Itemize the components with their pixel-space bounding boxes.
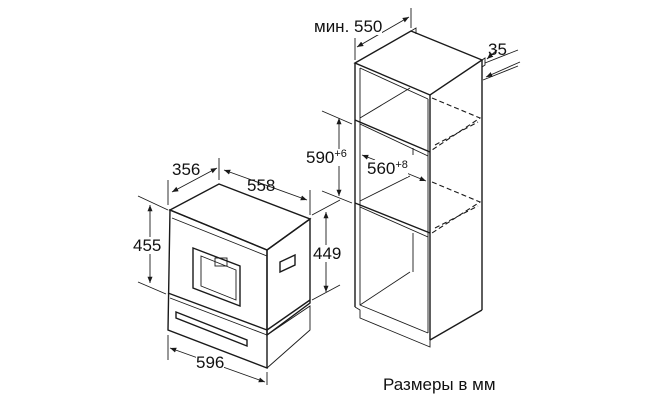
niche-min-depth-label: мин. 550 — [314, 17, 383, 36]
appliance-dimensions — [137, 158, 341, 385]
coffee-machine-drawing — [167, 183, 312, 370]
niche-height-value: 590 — [306, 148, 335, 167]
niche-height-tolerance: +6 — [334, 148, 347, 160]
appliance-width-top-label: 558 — [247, 176, 276, 195]
niche-width-label: 560+8 — [367, 160, 408, 177]
niche-height-label: 590+6 — [306, 149, 347, 166]
appliance-depth-label: 356 — [172, 160, 201, 179]
drawer-handle — [175, 310, 248, 348]
appliance-width-front-label: 596 — [196, 353, 225, 372]
side-handle — [279, 253, 296, 274]
appliance-height-body-label: 449 — [313, 244, 342, 263]
appliance-height-total-label: 455 — [133, 236, 162, 255]
niche-width-value: 560 — [367, 159, 396, 178]
units-caption: Размеры в мм — [383, 375, 496, 394]
niche-thickness-label: 35 — [488, 40, 507, 59]
coffee-outlet-window — [192, 246, 241, 308]
niche-width-tolerance: +8 — [395, 159, 408, 171]
niche-dimensions — [321, 8, 521, 204]
niche-cabinet-drawing — [353, 27, 486, 348]
